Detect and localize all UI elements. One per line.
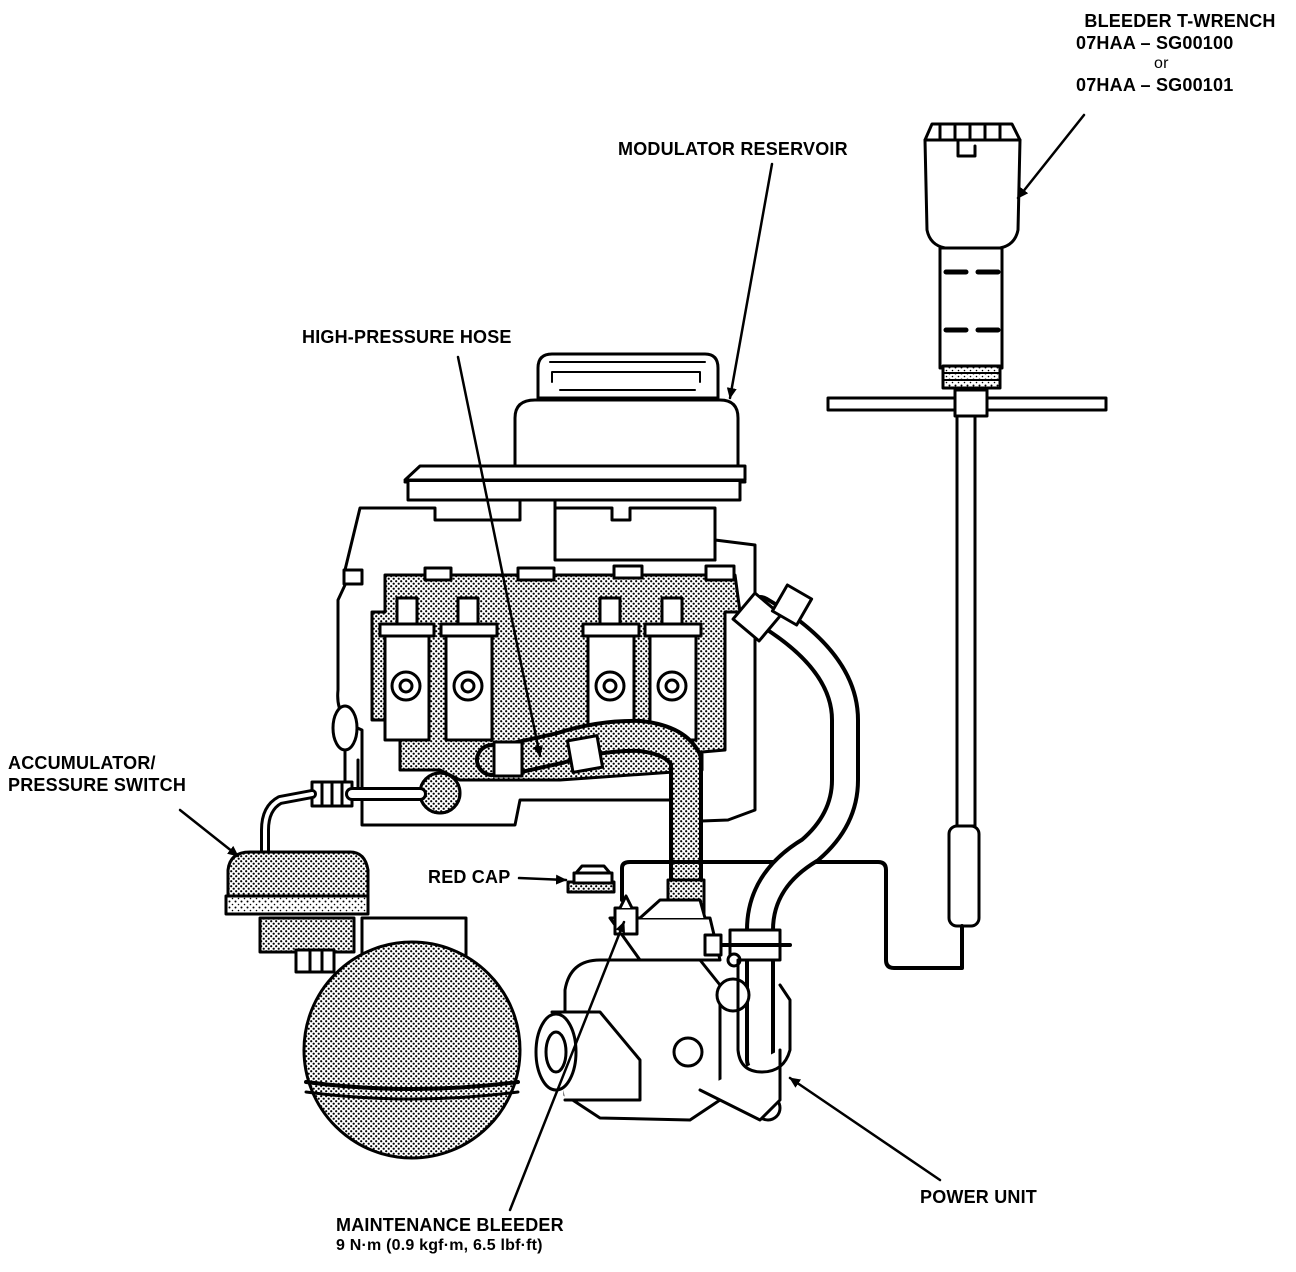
red-cap-part xyxy=(566,864,616,894)
power-unit-label: POWER UNIT xyxy=(920,1187,1037,1207)
side-plug xyxy=(331,704,359,752)
accumulator-line1: ACCUMULATOR/ xyxy=(8,753,156,773)
bleeder-wrench-line1: BLEEDER T-WRENCH xyxy=(1084,11,1276,31)
modulator-reservoir-label: MODULATOR RESERVOIR xyxy=(618,139,848,159)
maintenance-bleeder-label: MAINTENANCE BLEEDER 9 N·m (0.9 kgf·m, 6.… xyxy=(336,1214,564,1256)
bleeder-wrench-line2: 07HAA – SG00100 xyxy=(1076,33,1234,53)
leader-lines xyxy=(178,113,1086,1212)
bleeder-wrench-line4: 07HAA – SG00101 xyxy=(1076,75,1234,95)
maintenance-bleeder-torque: 9 N·m (0.9 kgf·m, 6.5 lbf·ft) xyxy=(336,1237,543,1254)
maintenance-bleeder-part xyxy=(613,894,639,936)
return-hose xyxy=(620,860,964,970)
accumulator-sphere xyxy=(302,916,522,1160)
accumulator-label: ACCUMULATOR/ PRESSURE SWITCH xyxy=(8,752,186,796)
bleeder-wrench-label: BLEEDER T-WRENCH 07HAA – SG00100 or 07HA… xyxy=(1070,10,1290,96)
solenoid-valves xyxy=(378,564,736,742)
accumulator-pressure-switch xyxy=(224,850,370,974)
maintenance-bleeder-line1: MAINTENANCE BLEEDER xyxy=(336,1215,564,1235)
accumulator-line2: PRESSURE SWITCH xyxy=(8,775,187,795)
high-pressure-hose-label: HIGH-PRESSURE HOSE xyxy=(302,327,512,347)
pipe-fitting xyxy=(310,771,462,815)
modulator-reservoir xyxy=(403,352,747,502)
red-cap-label: RED CAP xyxy=(428,867,511,887)
bleeder-wrench-line3: or xyxy=(1154,55,1169,72)
bleeder-t-wrench xyxy=(826,122,1108,928)
power-unit-supply-pipe xyxy=(731,583,860,1075)
